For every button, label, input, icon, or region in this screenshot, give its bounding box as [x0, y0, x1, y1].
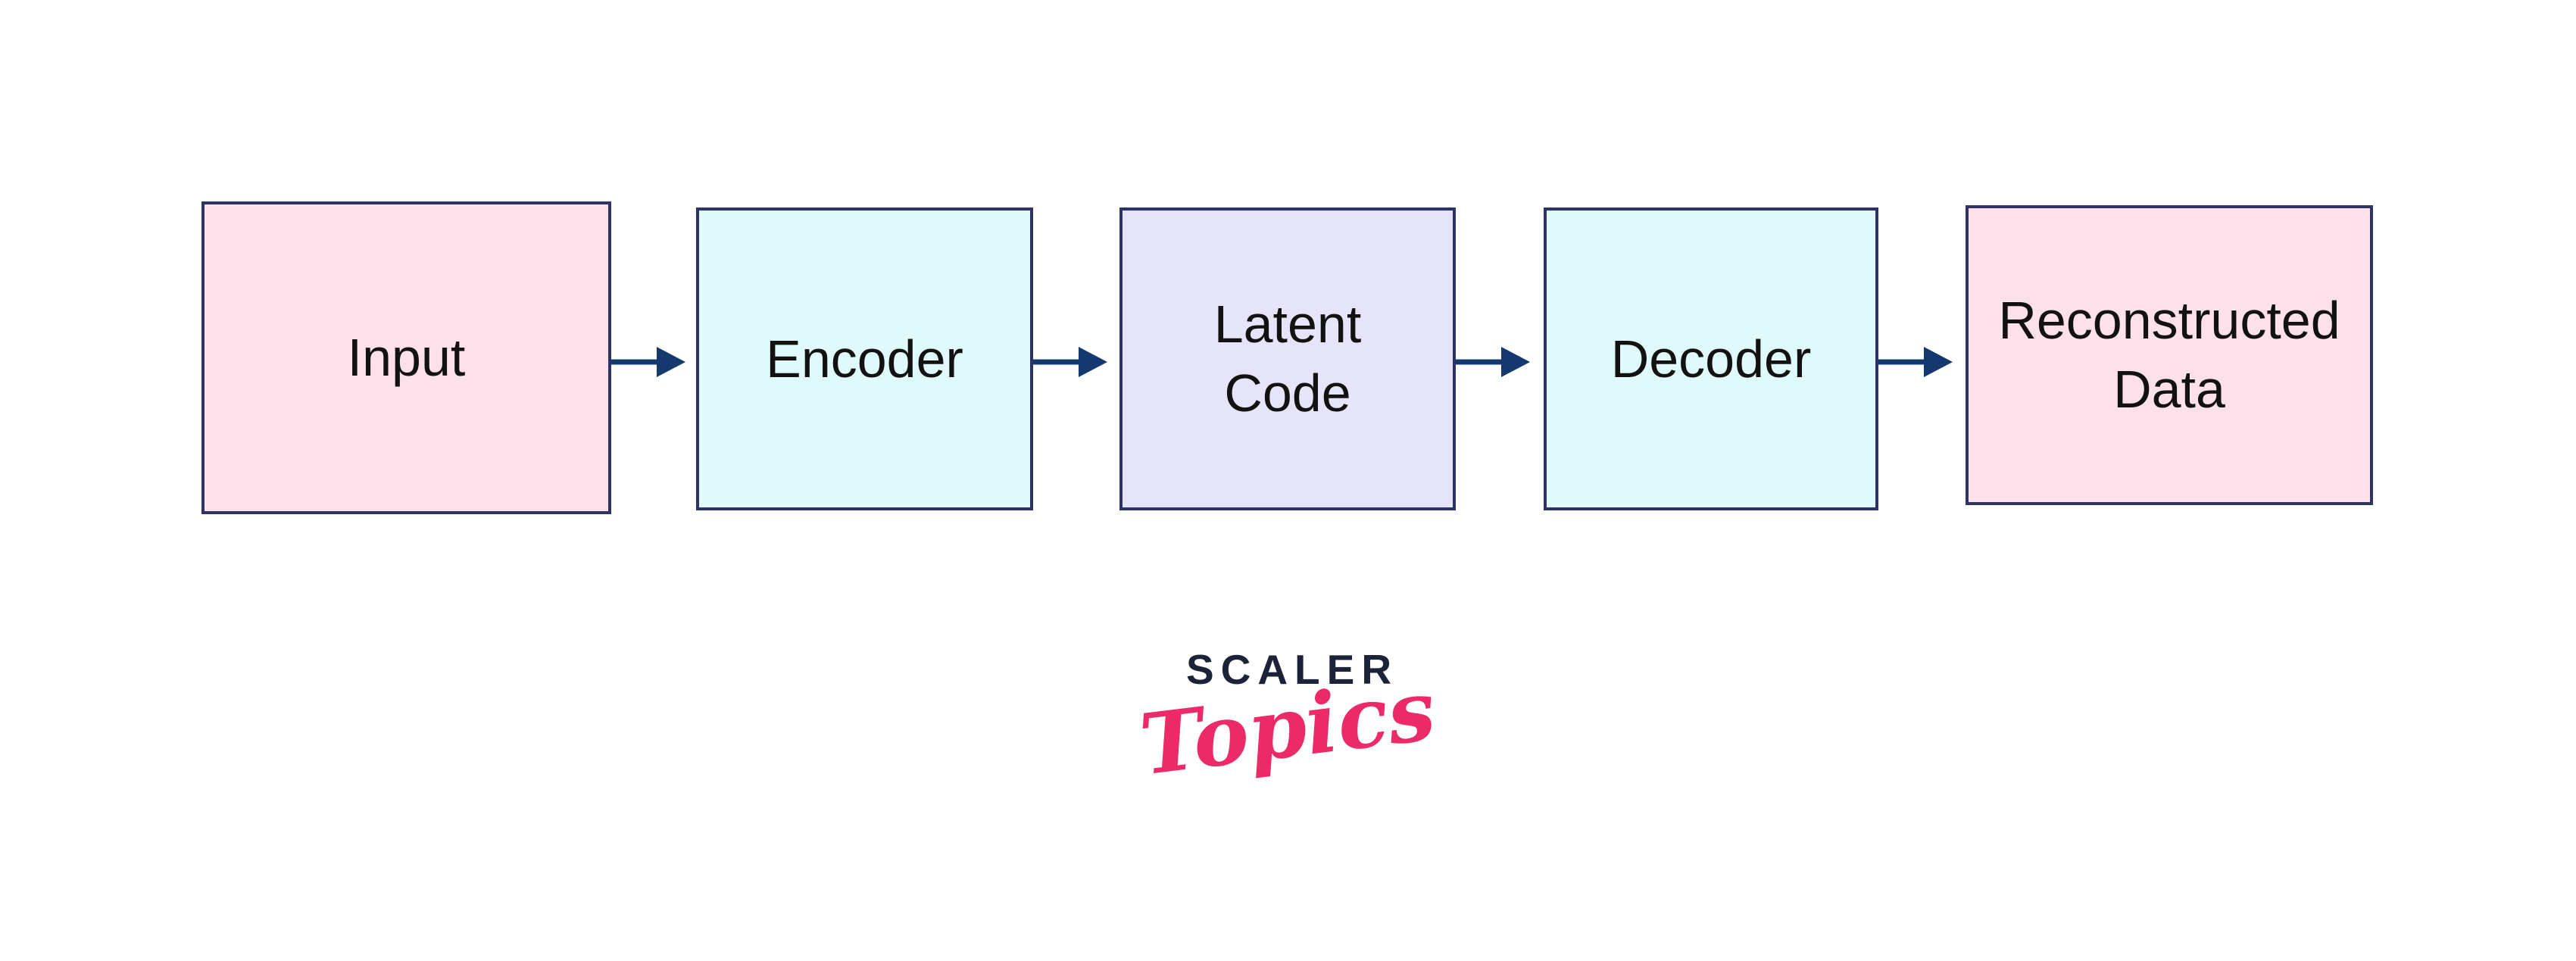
scaler-topics-logo-script: Topics [1135, 660, 1441, 794]
input-box: Input [201, 201, 611, 514]
arrow-right-icon [1033, 347, 1107, 377]
arrow-right-icon [1878, 347, 1953, 377]
arrow-right-icon [611, 347, 685, 377]
arrow-right-icon [1456, 347, 1530, 377]
latent-code-box-label-line2: Code [1224, 363, 1351, 423]
encoder-box: Encoder [696, 207, 1033, 510]
decoder-box-label: Decoder [1610, 329, 1812, 388]
decoder-box: Decoder [1544, 207, 1878, 510]
reconstructed-data-box-label-line2: Data [2113, 360, 2225, 419]
latent-code-box-label-line1: Latent [1213, 295, 1362, 354]
encoder-box-label: Encoder [766, 329, 963, 388]
reconstructed-data-box-label-line1: Reconstructed [1998, 291, 2340, 350]
latent-code-box: Latent Code [1119, 207, 1456, 510]
scaler-logo-wordmark: SCALER [1185, 646, 1399, 693]
input-box-label: Input [347, 328, 466, 387]
reconstructed-data-box: Reconstructed Data [1966, 205, 2373, 505]
